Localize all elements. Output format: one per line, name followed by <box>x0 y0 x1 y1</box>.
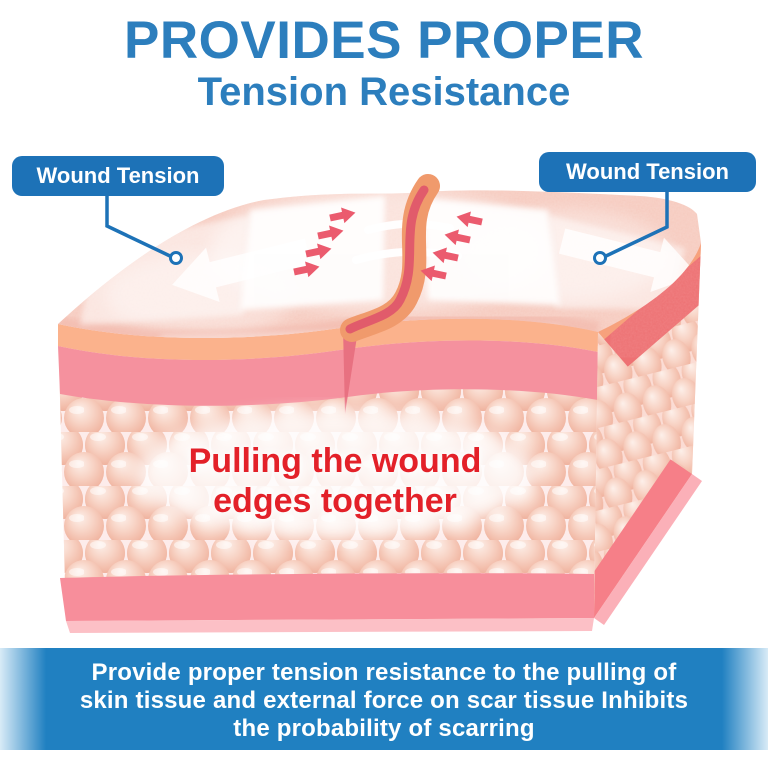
callout-leader-lines <box>105 192 669 265</box>
wound-tension-label-left: Wound Tension <box>12 156 224 196</box>
banner-line-1: Provide proper tension resistance to the… <box>91 659 677 686</box>
leader-endpoint-right <box>593 251 607 265</box>
banner-line-2: skin tissue and external force on scar t… <box>79 687 689 714</box>
page-subtitle: Tension Resistance <box>197 70 571 114</box>
leader-endpoint-left <box>169 251 183 265</box>
leader-line-right <box>605 192 669 258</box>
bottom-banner: Provide proper tension resistance to the… <box>0 648 768 750</box>
wound-tail <box>343 328 358 414</box>
diagram-caption: Pulling the wound edges together <box>85 442 585 522</box>
wound-tension-label-right-text: Wound Tension <box>566 159 729 184</box>
wound-patch-right <box>422 198 560 305</box>
dermis-bottom-strip <box>60 573 594 621</box>
epidermis-bands <box>58 318 598 414</box>
leader-line-left <box>105 196 171 258</box>
caption-line-2: edges together <box>213 481 457 520</box>
caption-line-1: Pulling the wound <box>188 442 482 480</box>
page-title: PROVIDES PROPER <box>124 11 644 70</box>
wound-crack <box>340 174 440 342</box>
wound-tension-label-right: Wound Tension <box>539 152 756 192</box>
skin-top-surface <box>58 174 701 342</box>
banner-line-3: the probability of scarring <box>233 715 535 742</box>
wound-tension-label-left-text: Wound Tension <box>36 163 200 188</box>
